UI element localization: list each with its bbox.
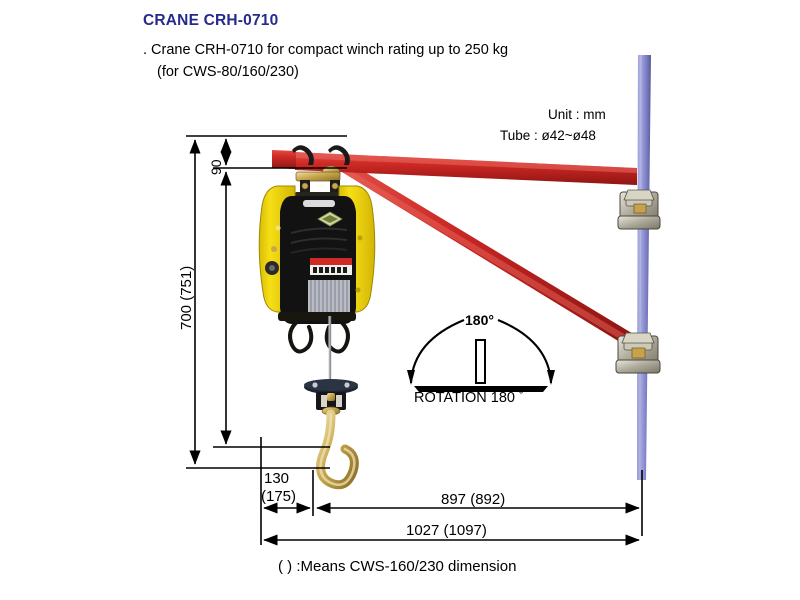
dimension-height-top: 90 bbox=[208, 159, 224, 175]
unit-label: Unit : mm bbox=[548, 107, 606, 122]
footnote: ( ) :Means CWS-160/230 dimension bbox=[278, 558, 517, 575]
trolley-assembly bbox=[292, 145, 351, 198]
pulley-block bbox=[304, 379, 358, 416]
rotation-diagram bbox=[407, 319, 555, 392]
tube-spec-label: Tube : ø42~ø48 bbox=[500, 128, 596, 143]
dimension-reach-arm: 897 (892) bbox=[441, 491, 506, 508]
dimension-reach-total: 1027 (1097) bbox=[406, 522, 487, 539]
dimension-height-overall: 700 (751) bbox=[178, 265, 195, 330]
lower-pole-clamp bbox=[615, 332, 661, 374]
dimension-offset-main: 130 bbox=[264, 470, 290, 487]
upper-pole-clamp bbox=[617, 189, 661, 230]
electric-winch bbox=[258, 185, 376, 354]
crane-horizontal-boom bbox=[272, 150, 637, 185]
dimension-lines bbox=[186, 135, 643, 546]
rotation-caption: ROTATION 180 ˚ bbox=[414, 390, 524, 406]
page-title: CRANE CRH-0710 bbox=[143, 12, 279, 29]
description-line-1: . Crane CRH-0710 for compact winch ratin… bbox=[143, 42, 509, 58]
dimension-offset-alt: (175) bbox=[261, 488, 297, 505]
description-line-2: (for CWS-80/160/230) bbox=[157, 64, 299, 80]
lifting-hook bbox=[315, 409, 359, 490]
mounting-pole bbox=[637, 55, 651, 480]
rotation-angle-label: 180° bbox=[465, 312, 494, 328]
lifting-cable bbox=[328, 316, 332, 392]
